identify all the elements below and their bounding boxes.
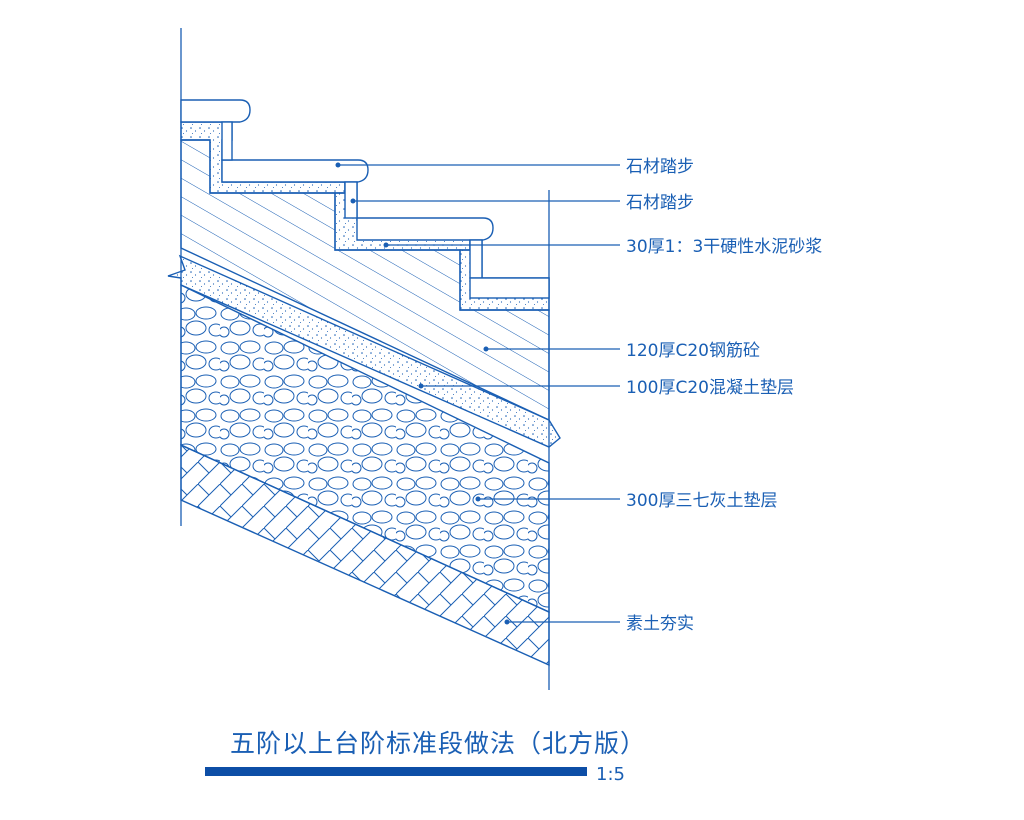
title-underline-bar bbox=[205, 767, 587, 776]
stone-tread-4 bbox=[469, 277, 550, 299]
label-stone-tread-1: 石材踏步 bbox=[626, 157, 694, 177]
label-lime-soil: 300厚三七灰土垫层 bbox=[626, 491, 777, 511]
label-reinforced-concrete: 120厚C20钢筋砼 bbox=[626, 341, 760, 361]
leader-lines bbox=[335, 162, 620, 625]
concrete-cushion-layer bbox=[167, 254, 561, 448]
label-mortar: 30厚1：3干硬性水泥砂浆 bbox=[626, 237, 822, 257]
drawing-title: 五阶以上台阶标准段做法（北方版） bbox=[230, 729, 646, 758]
lime-soil-layer bbox=[180, 283, 550, 614]
label-compacted-soil: 素土夯实 bbox=[626, 614, 694, 634]
label-stone-tread-2: 石材踏步 bbox=[626, 193, 694, 213]
stone-riser-2 bbox=[221, 121, 233, 161]
stone-tread-2 bbox=[221, 159, 369, 183]
stone-tread-1 bbox=[180, 99, 251, 123]
label-concrete-cushion: 100厚C20混凝土垫层 bbox=[626, 378, 794, 398]
stone-tread-3 bbox=[356, 217, 494, 241]
stone-riser-4 bbox=[469, 239, 483, 279]
scale-label: 1:5 bbox=[596, 764, 625, 785]
